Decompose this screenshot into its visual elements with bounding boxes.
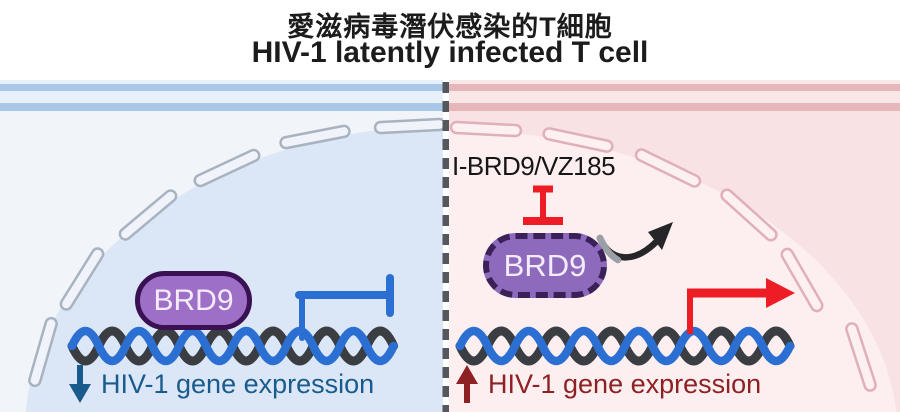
brd9-label-left: BRD9 — [153, 283, 234, 317]
brd9-protein-left: BRD9 — [135, 271, 252, 330]
dna-helix-left — [67, 326, 399, 366]
down-arrow-icon — [68, 365, 92, 403]
transcription-arrow-red — [687, 278, 795, 334]
right-cell-panel — [449, 80, 900, 412]
right-nuclear-envelope — [449, 120, 877, 392]
left-cell-panel — [0, 80, 443, 412]
title-english: HIV-1 latently infected T cell — [251, 36, 649, 69]
left-nuclear-envelope — [28, 117, 443, 388]
inhibition-arrow-blue — [295, 274, 394, 341]
cell-diagram-canvas — [0, 80, 900, 412]
dna-helix-right — [455, 326, 795, 366]
left-caption-text: HIV-1 gene expression — [101, 368, 375, 399]
inhibitor-tbar-red — [523, 185, 563, 225]
right-caption: HIV-1 gene expression — [455, 364, 761, 404]
left-cell-membrane — [0, 80, 443, 111]
brd9-protein-right-degraded: BRD9 — [483, 233, 607, 298]
right-caption-text: HIV-1 gene expression — [488, 368, 762, 399]
brd9-label-right: BRD9 — [503, 247, 587, 283]
inhibitor-drug-label: I-BRD9/VZ185 — [452, 151, 616, 181]
release-arrow-black — [596, 222, 673, 264]
up-arrow-icon — [455, 365, 479, 403]
left-caption: HIV-1 gene expression — [68, 364, 374, 404]
title-chinese: 愛滋病毒潛伏感染的T細胞 — [287, 12, 613, 42]
right-cell-membrane — [449, 80, 900, 111]
